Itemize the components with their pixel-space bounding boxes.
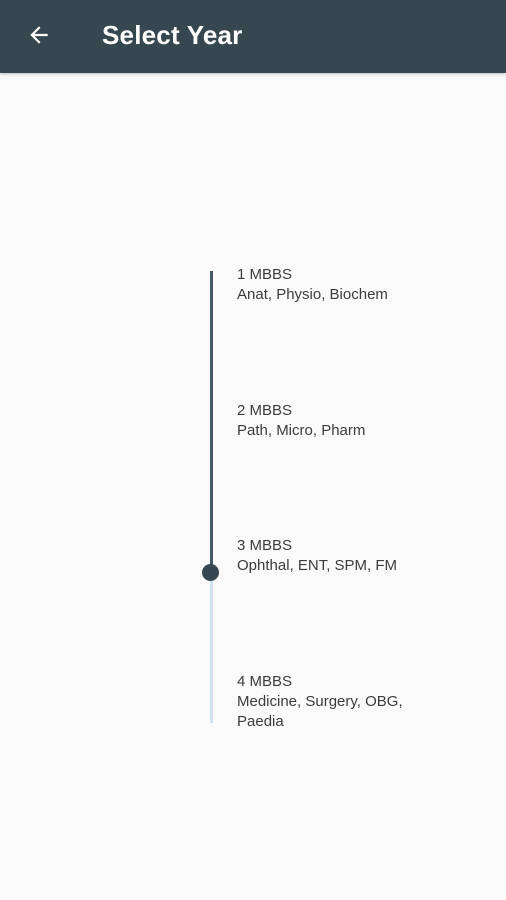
timeline-track-completed — [210, 271, 213, 572]
year-item-3[interactable]: 3 MBBS Ophthal, ENT, SPM, FM — [237, 536, 487, 576]
page-title: Select Year — [102, 20, 243, 50]
year-subjects: Medicine, Surgery, OBG, Paedia — [237, 693, 403, 730]
year-name: 1 MBBS — [237, 266, 293, 283]
timeline-track-pending — [210, 572, 213, 723]
year-item-1[interactable]: 1 MBBS Anat, Physio, Biochem — [237, 265, 487, 305]
year-subjects: Path, Micro, Pharm — [237, 422, 366, 439]
back-button[interactable] — [14, 12, 64, 58]
year-subjects: Anat, Physio, Biochem — [237, 286, 388, 303]
app-bar: Select Year — [0, 0, 506, 73]
year-name: 4 MBBS — [237, 673, 293, 690]
year-subjects: Ophthal, ENT, SPM, FM — [237, 557, 398, 574]
year-name: 3 MBBS — [237, 537, 293, 554]
year-item-2[interactable]: 2 MBBS Path, Micro, Pharm — [237, 401, 487, 441]
current-year-marker — [202, 564, 219, 581]
arrow-back-icon — [30, 26, 48, 44]
year-item-4[interactable]: 4 MBBS Medicine, Surgery, OBG, Paedia — [237, 672, 427, 732]
year-name: 2 MBBS — [237, 402, 293, 419]
